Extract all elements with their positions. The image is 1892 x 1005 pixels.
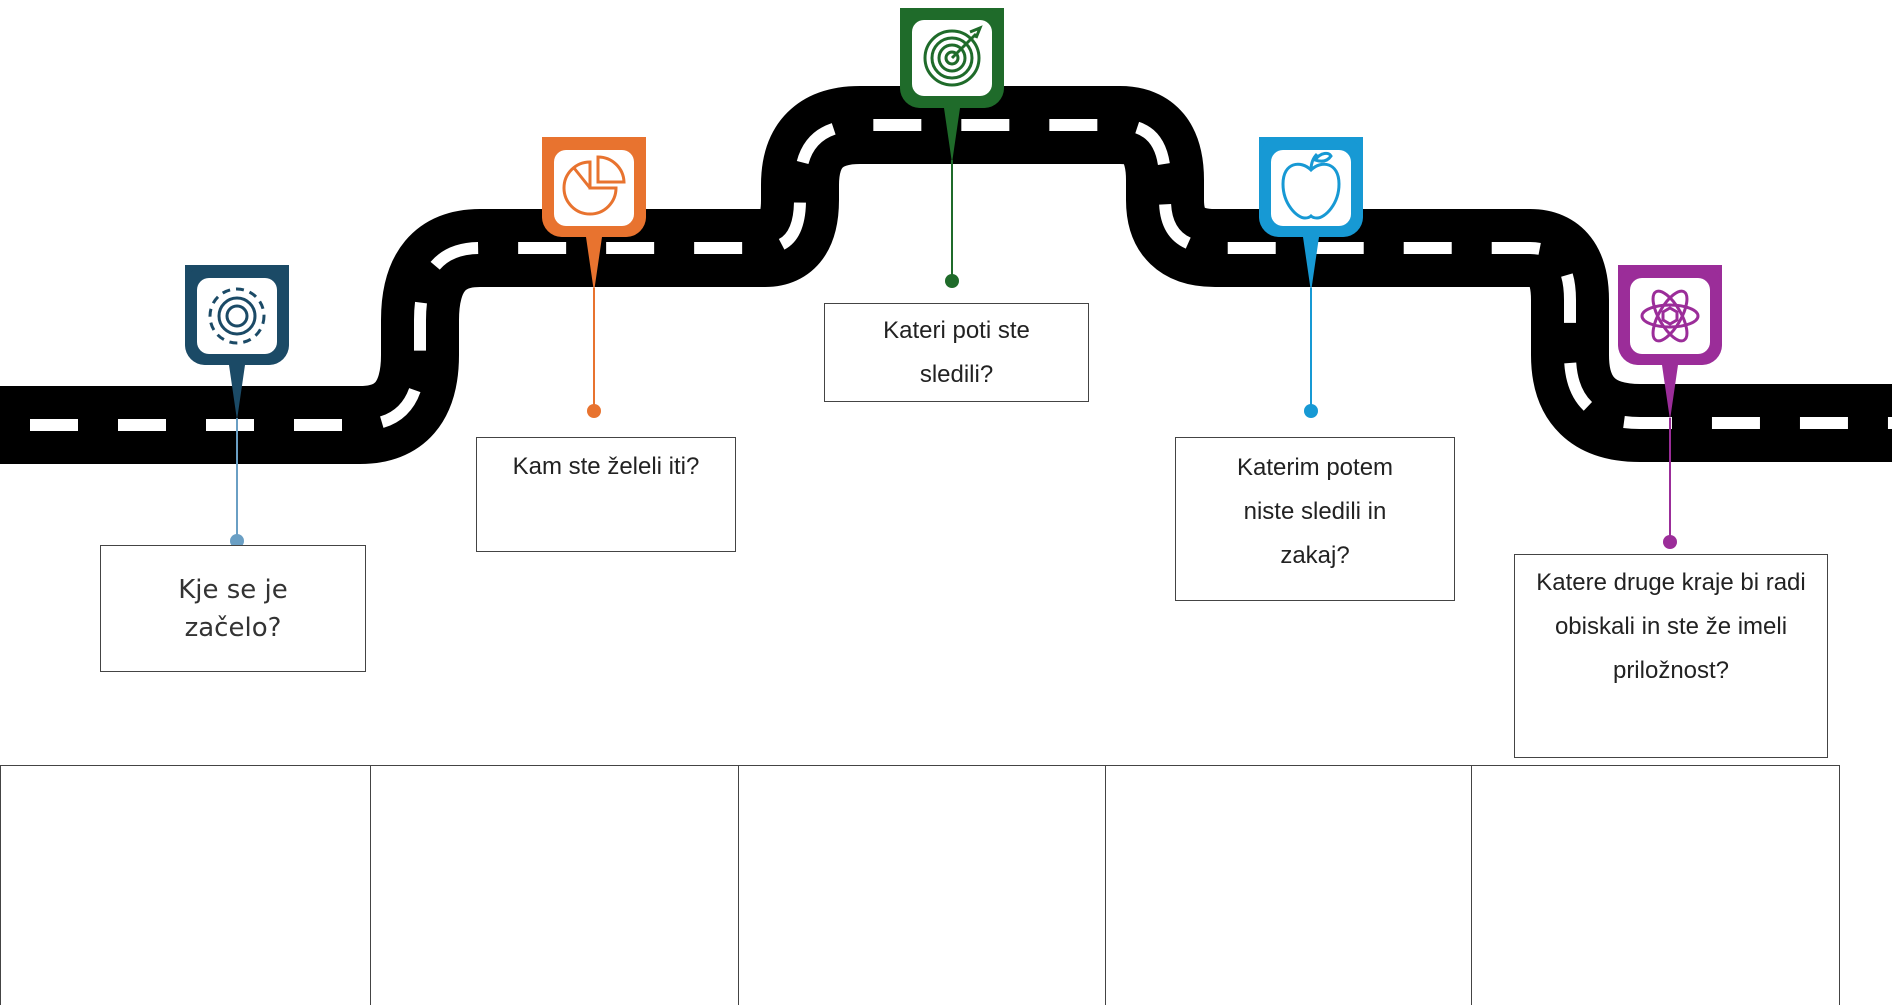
pin-pie <box>542 137 646 292</box>
label-box-start: Kje se je začelo? <box>100 545 366 672</box>
apple-icon <box>1281 151 1341 220</box>
pin-target <box>900 8 1004 163</box>
answer-cell[interactable] <box>1472 766 1840 1005</box>
answer-cell[interactable] <box>1106 766 1472 1005</box>
answer-cell[interactable] <box>1 766 371 1005</box>
label-box-followed: Kateri poti ste sledili? <box>824 303 1089 402</box>
label-text-not-followed: Katerim potem niste sledili in zakaj? <box>1236 454 1394 569</box>
pin-gear <box>185 265 289 420</box>
road-dashes <box>0 119 1892 431</box>
gear-icon <box>208 287 266 345</box>
connector-target <box>945 160 959 288</box>
connector-dot <box>1663 535 1677 549</box>
label-text-goal: Kam ste želeli iti? <box>512 453 700 480</box>
connector-gear <box>230 418 244 548</box>
label-box-goal: Kam ste želeli iti? <box>476 437 736 552</box>
connector-apple <box>1304 288 1318 418</box>
connector-dot <box>945 274 959 288</box>
label-text-other-places: Katere druge kraje bi radi obiskali in s… <box>1536 569 1806 684</box>
connector-dot <box>1304 404 1318 418</box>
answer-grid <box>0 765 1840 1005</box>
pie-chart-icon <box>562 155 626 216</box>
answer-cell[interactable] <box>371 766 739 1005</box>
answer-cell[interactable] <box>739 766 1106 1005</box>
label-text-followed: Kateri poti ste sledili? <box>883 316 1030 388</box>
label-text-start: Kje se je začelo? <box>178 574 288 643</box>
connector-atom <box>1663 418 1677 549</box>
label-box-other-places: Katere druge kraje bi radi obiskali in s… <box>1514 554 1828 758</box>
pin-apple <box>1259 137 1363 292</box>
atom-icon <box>1640 289 1700 343</box>
connector-dot <box>587 404 601 418</box>
pin-atom <box>1618 265 1722 420</box>
label-box-not-followed: Katerim potem niste sledili in zakaj? <box>1175 437 1455 601</box>
connector-pie <box>587 288 601 418</box>
connector-dot <box>230 534 244 548</box>
target-icon <box>923 25 983 87</box>
